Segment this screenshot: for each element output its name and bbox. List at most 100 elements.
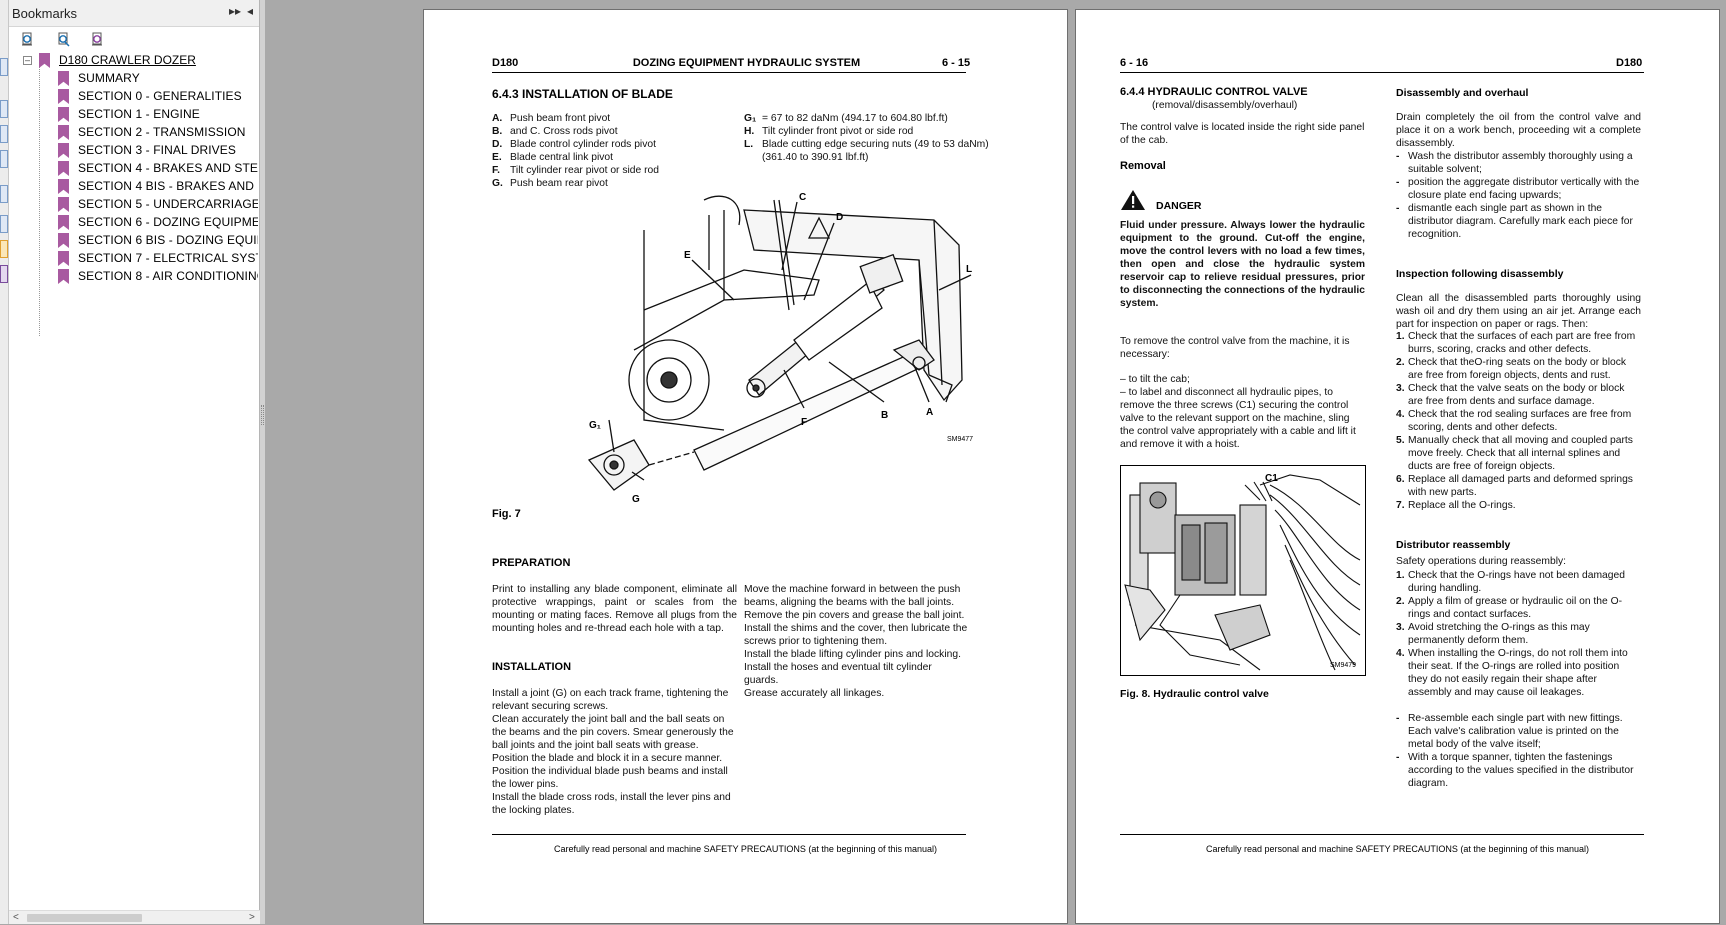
page-footer: Carefully read personal and machine SAFE…: [424, 844, 1067, 854]
page-number: 6 - 16: [1120, 57, 1148, 71]
scroll-left-arrow[interactable]: <: [13, 911, 19, 925]
bookmark-section-4-bis[interactable]: SECTION 4 BIS - BRAKES AND STE: [44, 178, 258, 196]
legend-text: Tilt cylinder front pivot or side rod: [762, 126, 913, 137]
bookmark-section-8[interactable]: SECTION 8 - AIR CONDITIONING U: [44, 268, 258, 286]
legend-item: A.Push beam front pivot: [492, 112, 610, 125]
step-text: Check that the surfaces of each part are…: [1396, 330, 1641, 356]
inspection-step: 6.Replace all damaged parts and deformed…: [1396, 473, 1641, 499]
bookmarks-title: Bookmarks: [12, 6, 77, 21]
scroll-right-arrow[interactable]: >: [249, 911, 255, 925]
bookmark-icon: [58, 215, 69, 230]
figure-code: SM9479: [1330, 662, 1356, 669]
bookmark-root[interactable]: – D180 CRAWLER DOZER: [21, 52, 259, 70]
bookmark-label: SECTION 4 - BRAKES AND STEERI: [78, 161, 258, 175]
figure-label-b: B: [881, 410, 888, 421]
bookmark-section-5[interactable]: SECTION 5 - UNDERCARRIAGE: [44, 196, 258, 214]
control-valve-figure: C1 SM9479: [1120, 465, 1366, 676]
bookmark-section-0[interactable]: SECTION 0 - GENERALITIES: [44, 88, 258, 106]
figure-label-c: C: [799, 192, 806, 203]
figure-caption: Fig. 7: [492, 508, 521, 520]
step-text: Re-assemble each single part with new fi…: [1396, 712, 1641, 751]
installation-line: Grease accurately all linkages.: [744, 687, 968, 700]
rail-tool-button[interactable]: [0, 240, 8, 258]
legend-key: G₁: [744, 112, 762, 125]
disassembly-step: -position the aggregate distributor vert…: [1396, 176, 1641, 202]
step-text: Check that theO-ring seats on the body o…: [1396, 356, 1641, 382]
bookmark-options-icon[interactable]: [88, 31, 106, 49]
rail-tool-button[interactable]: [0, 185, 8, 203]
bookmark-root-label: D180 CRAWLER DOZER: [59, 53, 196, 67]
figure-label-g: G: [632, 494, 640, 505]
rail-tool-button[interactable]: [0, 125, 8, 143]
legend-key: H.: [744, 125, 762, 138]
installation-continued: Move the machine forward in between the …: [744, 583, 968, 700]
preparation-text: Print to installing any blade component,…: [492, 583, 737, 635]
bookmark-section-2[interactable]: SECTION 2 - TRANSMISSION: [44, 124, 258, 142]
bookmark-label: SUMMARY: [78, 71, 140, 85]
installation-line: Move the machine forward in between the …: [744, 583, 968, 609]
header-rule: [492, 72, 966, 73]
bookmark-section-4[interactable]: SECTION 4 - BRAKES AND STEERI: [44, 160, 258, 178]
legend-key: D.: [492, 138, 510, 151]
navigation-rail: [0, 0, 9, 924]
danger-label: DANGER: [1156, 200, 1202, 212]
document-page: 6 - 16 D180 6.4.4 HYDRAULIC CONTROL VALV…: [1075, 9, 1720, 924]
figure-label-e: E: [684, 250, 691, 261]
bookmarks-horizontal-scrollbar[interactable]: < >: [9, 910, 260, 924]
inspection-heading: Inspection following disassembly: [1396, 268, 1563, 280]
reassembly-bullet: -Re-assemble each single part with new f…: [1396, 712, 1641, 751]
step-text: Wash the distributor assembly thoroughly…: [1396, 150, 1641, 176]
legend-text: Tilt cylinder rear pivot or side rod: [510, 165, 659, 176]
bookmark-summary[interactable]: SUMMARY: [44, 70, 258, 88]
bookmark-label: SECTION 6 BIS - DOZING EQUIPM: [78, 233, 258, 247]
step-text: position the aggregate distributor verti…: [1396, 176, 1641, 202]
bookmark-label: SECTION 0 - GENERALITIES: [78, 89, 242, 103]
figure-caption: Fig. 8. Hydraulic control valve: [1120, 688, 1269, 700]
legend-key: F.: [492, 164, 510, 177]
splitter-grip[interactable]: [261, 405, 264, 425]
bookmark-section-1[interactable]: SECTION 1 - ENGINE: [44, 106, 258, 124]
bookmark-label: SECTION 8 - AIR CONDITIONING U: [78, 269, 258, 283]
installation-heading: INSTALLATION: [492, 661, 571, 673]
legend-key: E.: [492, 151, 510, 164]
rail-tool-button[interactable]: [0, 150, 8, 168]
page-number: 6 - 15: [942, 57, 970, 71]
find-bookmark-icon[interactable]: [54, 31, 72, 49]
bookmark-section-6-bis[interactable]: SECTION 6 BIS - DOZING EQUIPM: [44, 232, 258, 250]
removal-steps: – to tilt the cab; – to label and discon…: [1120, 373, 1365, 451]
inspection-step: 5.Manually check that all moving and cou…: [1396, 434, 1641, 473]
step-text: When installing the O-rings, do not roll…: [1396, 647, 1641, 699]
installation-line: Remove the pin covers and grease the bal…: [744, 609, 968, 648]
bookmark-label: SECTION 5 - UNDERCARRIAGE: [78, 197, 258, 211]
bookmark-section-6[interactable]: SECTION 6 - DOZING EQUIPMENT: [44, 214, 258, 232]
figure-label-a: A: [926, 407, 933, 418]
rail-tool-button[interactable]: [0, 58, 8, 76]
document-page: D180 DOZING EQUIPMENT HYDRAULIC SYSTEM 6…: [423, 9, 1068, 924]
collapse-panel-icon[interactable]: ◂: [247, 4, 253, 18]
removal-step: – to tilt the cab;: [1120, 373, 1365, 386]
removal-intro: To remove the control valve from the mac…: [1120, 335, 1365, 361]
danger-text: Fluid under pressure. Always lower the h…: [1120, 219, 1365, 310]
bookmark-section-7[interactable]: SECTION 7 - ELECTRICAL SYSTEM: [44, 250, 258, 268]
scrollbar-thumb[interactable]: [27, 914, 142, 922]
rail-tool-button[interactable]: [0, 265, 8, 283]
rail-tool-button[interactable]: [0, 100, 8, 118]
legend-item: E.Blade central link pivot: [492, 151, 613, 164]
expand-bookmark-icon[interactable]: [18, 31, 36, 49]
bookmark-icon: [58, 89, 69, 104]
section-title: 6.4.4 HYDRAULIC CONTROL VALVE: [1120, 86, 1308, 98]
bookmark-section-3[interactable]: SECTION 3 - FINAL DRIVES: [44, 142, 258, 160]
footer-rule: [1120, 834, 1644, 835]
figure-label-l: L: [966, 264, 972, 275]
figure-linework: [589, 196, 971, 490]
collapse-tree-icon[interactable]: –: [23, 56, 32, 65]
bookmark-icon: [58, 161, 69, 176]
installation-line: Position the blade and block it in a sec…: [492, 752, 737, 765]
bookmark-icon: [58, 269, 69, 284]
legend-text: = 67 to 82 daNm (494.17 to 604.80 lbf.ft…: [762, 113, 948, 124]
bookmark-icon: [58, 125, 69, 140]
rail-tool-button[interactable]: [0, 215, 8, 233]
panel-options-icon[interactable]: ▸▸: [229, 4, 241, 18]
legend-key: L.: [744, 138, 762, 151]
legend-key: A.: [492, 112, 510, 125]
